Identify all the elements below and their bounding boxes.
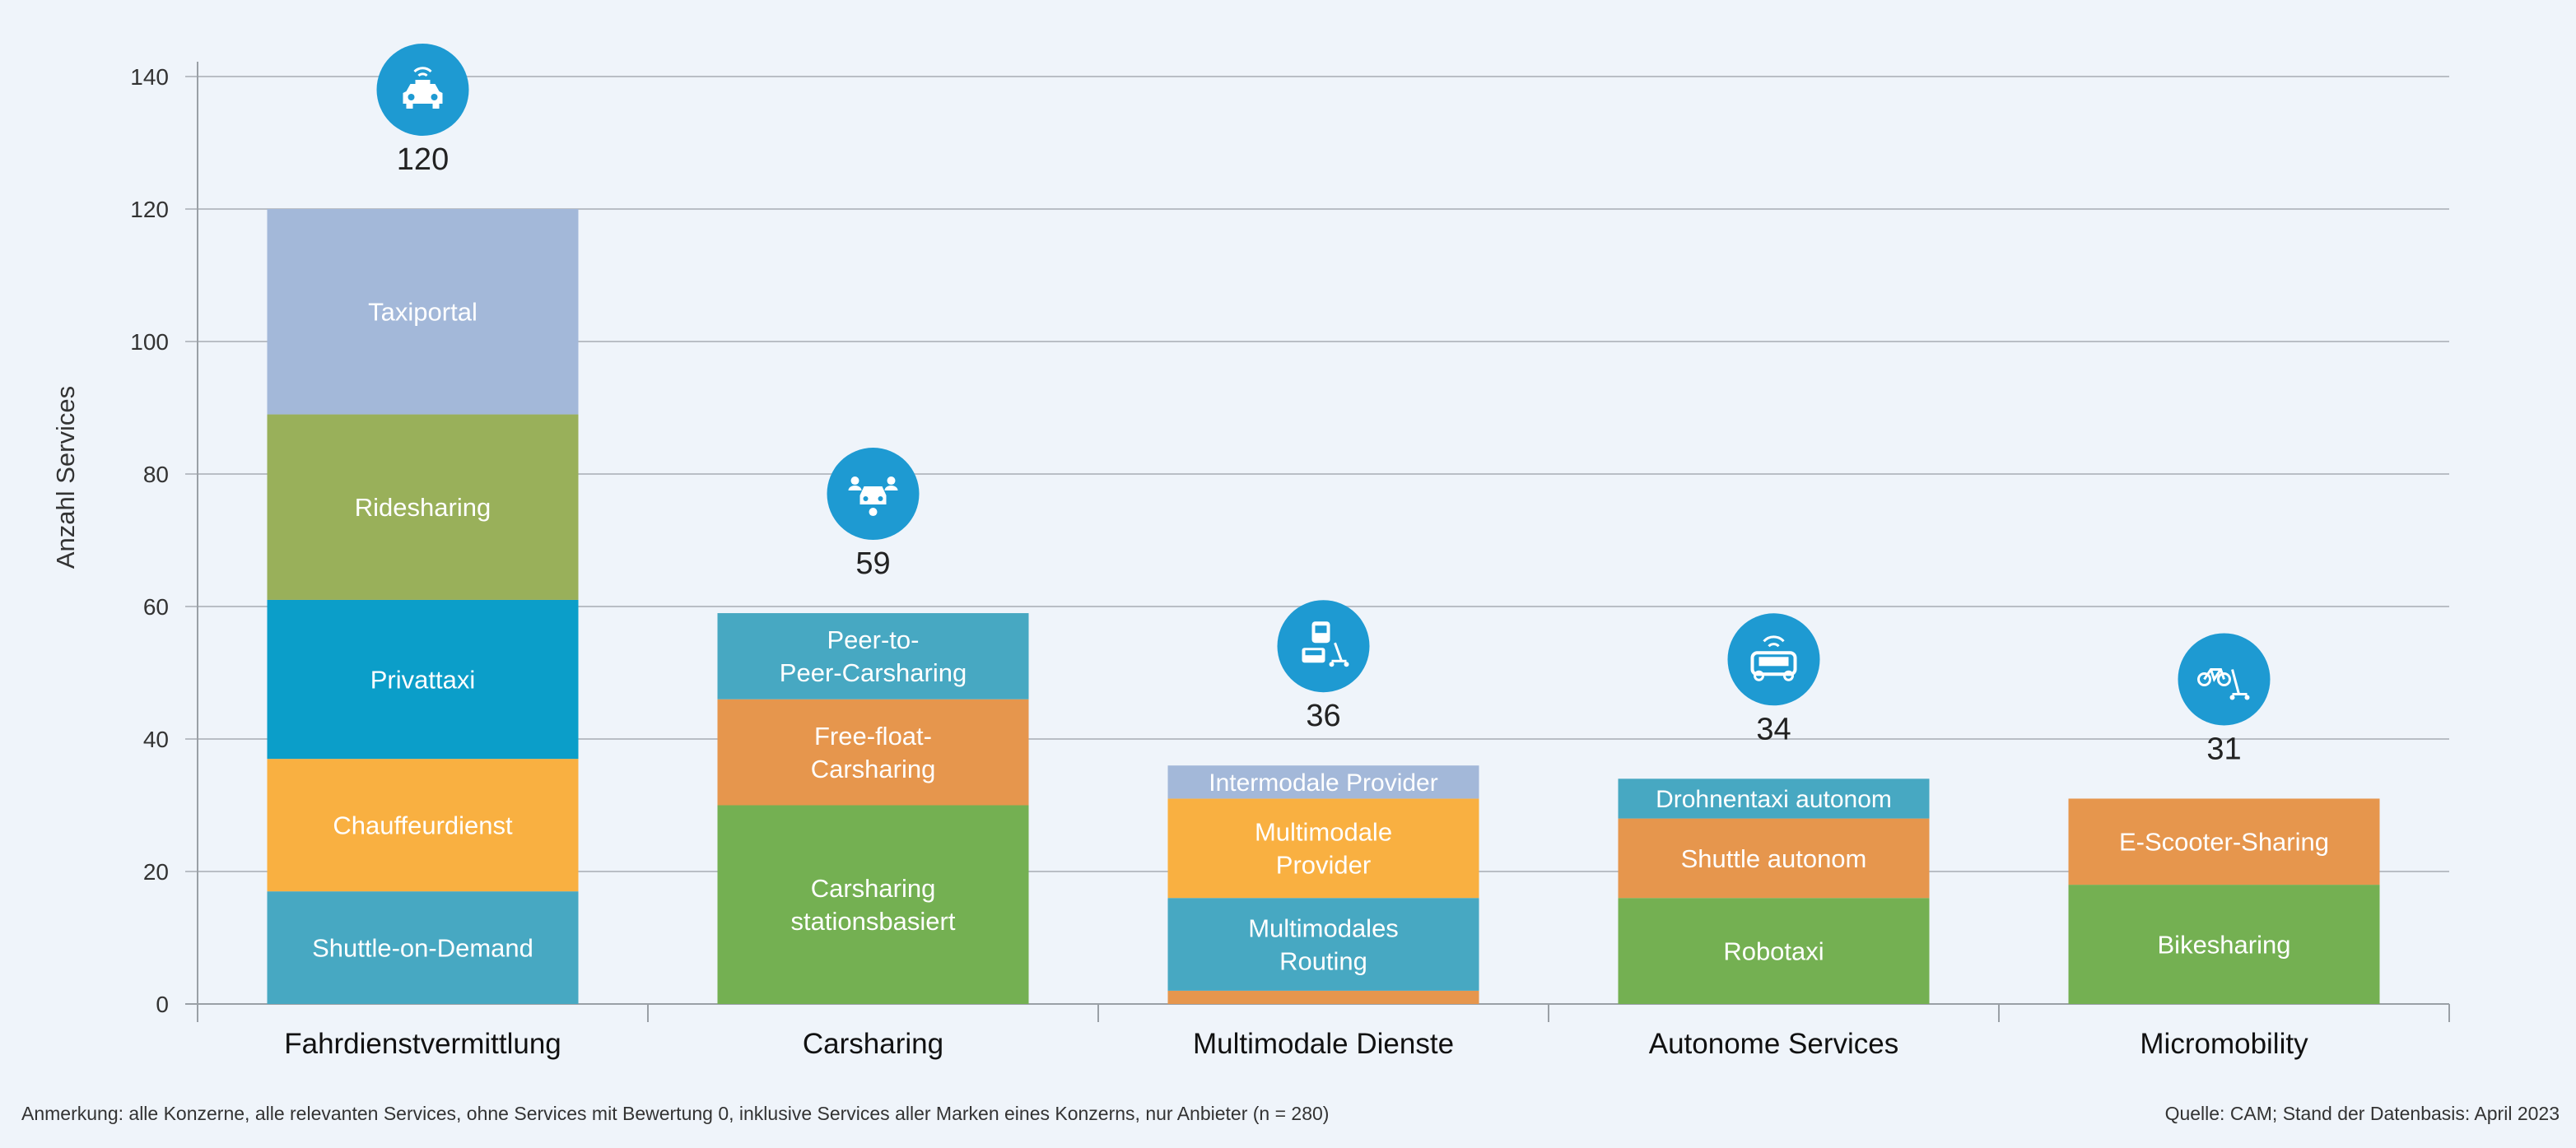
bar-segment	[717, 613, 1029, 699]
y-tick-label: 100	[130, 329, 169, 355]
bar-segment	[2068, 885, 2380, 1004]
category-label: Multimodale Dienste	[1193, 1028, 1454, 1060]
bars: Shuttle-on-Demand Chauffeurdienst Privatta…	[267, 142, 2380, 1004]
footnote-note: Anmerkung: alle Konzerne, alle relevante…	[21, 1103, 1330, 1124]
y-tick-label: 60	[143, 594, 169, 620]
bar-segment	[267, 759, 579, 892]
y-axis-label: Anzahl Services	[51, 386, 80, 569]
total-label: 59	[855, 546, 890, 581]
bar-segment	[1618, 818, 1930, 899]
segment-label: Robotaxi	[1723, 937, 1824, 965]
y-tick-label: 0	[156, 992, 169, 1017]
bar-segment	[717, 699, 1029, 806]
segment-label: Peer-to-Peer-Carsharing	[780, 625, 967, 687]
total-label: 36	[1306, 699, 1340, 733]
segment-label: Shuttle autonom	[1681, 844, 1867, 873]
total-label: 31	[2206, 732, 2241, 766]
y-tick-label: 140	[130, 64, 169, 90]
total-label: 120	[397, 142, 449, 177]
bar-segment	[1618, 779, 1930, 819]
y-axis: 0 20 40 60 80 100 120 140	[130, 62, 198, 1017]
footnote-source: Quelle: CAM; Stand der Datenbasis: April…	[2164, 1103, 2560, 1124]
segment-label: Shuttle-on-Demand	[312, 933, 533, 962]
category-label: Carsharing	[803, 1028, 943, 1060]
bar-segment	[267, 891, 579, 1004]
total-label: 34	[1756, 712, 1791, 746]
category-label: Fahrdienstvermittlung	[284, 1028, 561, 1060]
bike-scooter-icon	[2197, 667, 2250, 700]
segment-label: Free-float-Carsharing	[811, 722, 936, 783]
bar-segment	[1167, 765, 1479, 799]
y-tick-label: 40	[143, 727, 169, 752]
category-label: Autonome Services	[1649, 1028, 1898, 1060]
bar-segment	[1618, 898, 1930, 1004]
segment-label: Taxiportal	[368, 298, 477, 327]
segment-label: Bikesharing	[2158, 930, 2291, 959]
category-icons	[376, 44, 2271, 726]
bar-segment	[267, 414, 579, 600]
segment-label: Privattaxi	[370, 665, 475, 694]
bar-segment	[1167, 990, 1479, 1004]
icon-circle	[1277, 600, 1370, 693]
bar-segment	[2068, 798, 2380, 885]
bar-segment	[267, 209, 579, 415]
category-label: Micromobility	[2140, 1028, 2308, 1060]
x-axis: Fahrdienstvermittlung Carsharing Multimoda…	[197, 1004, 2450, 1060]
segment-label: E-Scooter-Sharing	[2119, 828, 2329, 857]
autonomous-shuttle-icon	[1750, 635, 1797, 681]
bar-segment	[717, 805, 1029, 1004]
bar-segment	[1167, 798, 1479, 899]
taxi-icon	[403, 67, 443, 109]
segment-label: Intermodale Provider	[1209, 769, 1437, 797]
y-tick-label: 80	[143, 462, 169, 487]
segment-label: Ridesharing	[355, 493, 491, 522]
y-tick-label: 120	[130, 197, 169, 222]
segment-label: Drohnentaxi autonom	[1656, 786, 1892, 813]
bar-segment	[267, 599, 579, 760]
carsharing-icon	[848, 476, 898, 517]
y-tick-label: 20	[143, 859, 169, 885]
segment-label: Chauffeurdienst	[333, 811, 513, 840]
multimodal-icon	[1302, 621, 1349, 667]
bar-segment	[1167, 898, 1479, 991]
